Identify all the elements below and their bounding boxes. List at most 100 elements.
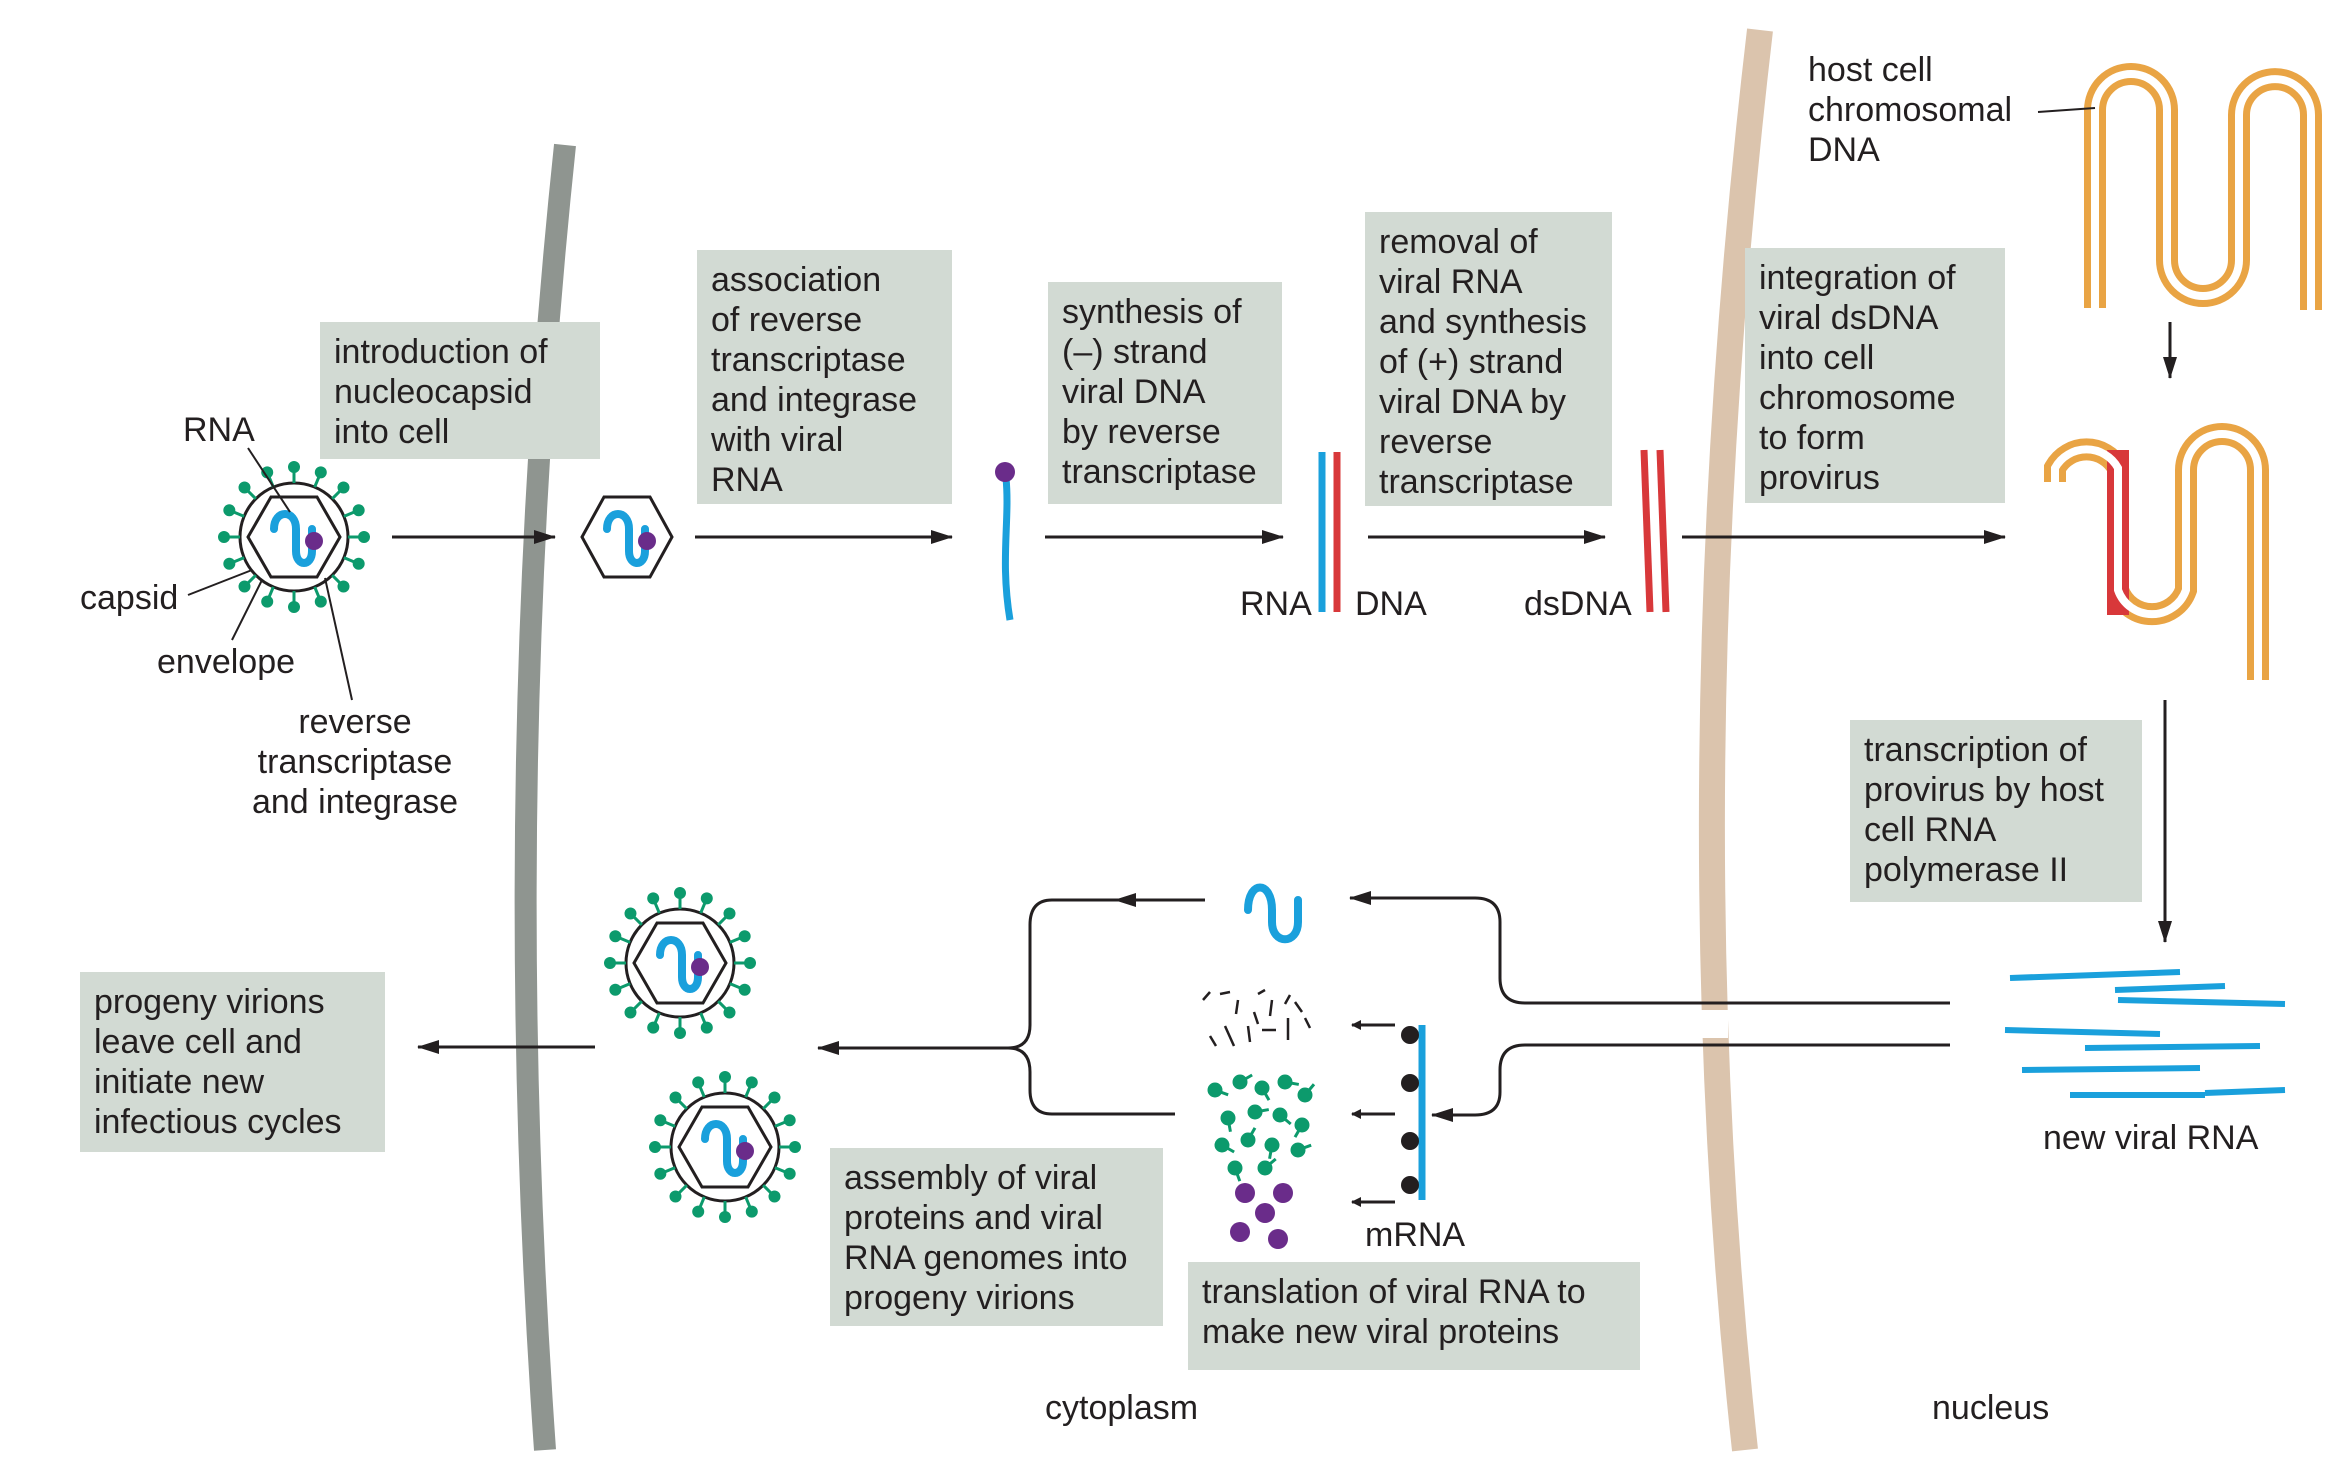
spike-head: [288, 461, 300, 473]
spike-head: [314, 466, 327, 479]
env-protein-head: [1240, 1132, 1256, 1148]
env-protein-head: [1294, 1117, 1310, 1133]
step-transcription: transcription of provirus by host cell R…: [1850, 720, 2142, 902]
step-removal-text: removal of viral RNA and synthesis of (+…: [1379, 223, 1587, 501]
spike-head: [700, 892, 713, 905]
spike-head: [738, 930, 751, 943]
spike-head: [783, 1167, 796, 1180]
nucleocapsid: [580, 495, 674, 579]
spike-head: [624, 1006, 637, 1019]
spike-head: [789, 1141, 801, 1153]
step-translation: translation of viral RNA to make new vir…: [1188, 1262, 1640, 1370]
spike-head: [783, 1114, 796, 1127]
arrow-rna-to-mrna: [1431, 1043, 1950, 1122]
spike-stalk: [232, 510, 245, 518]
spike-head: [261, 595, 274, 608]
assembly-arrows: [817, 893, 1205, 1116]
spike-stalk: [343, 556, 356, 564]
enzyme-proteins: [1230, 1183, 1293, 1249]
env-protein-head: [1214, 1137, 1230, 1153]
spike-stalk: [618, 936, 631, 944]
spike-head: [337, 580, 350, 593]
label-rna: RNA: [183, 411, 255, 449]
step-introduction: introduction of nucleocapsid into cell: [320, 322, 600, 459]
spike-stalk: [729, 982, 742, 990]
host-chromosomal-dna: [2084, 63, 2322, 310]
spike-head: [314, 595, 327, 608]
spike-head: [352, 504, 365, 517]
env-protein-head: [1290, 1142, 1306, 1158]
step-assembly: assembly of viral proteins and viral RNA…: [830, 1148, 1163, 1326]
spike-head: [768, 1190, 781, 1203]
spike-head: [223, 504, 236, 517]
spike-head: [700, 1021, 713, 1034]
step-synthesis-minus-text: synthesis of (–) strand viral DNA by rev…: [1062, 293, 1257, 491]
virion-outside: [240, 483, 348, 591]
label-dsdna: dsDNA: [1524, 585, 1632, 623]
spike-stalk: [331, 489, 342, 500]
spike-stalk: [232, 556, 245, 564]
step-assembly-text: assembly of viral proteins and viral RNA…: [844, 1159, 1128, 1317]
step-introduction-text: introduction of nucleocapsid into cell: [334, 333, 548, 451]
label-envelope: envelope: [157, 643, 296, 681]
spike-stalk: [663, 1120, 676, 1128]
progeny-virion-2: [671, 1093, 779, 1201]
provirus-chromosome: [2044, 423, 2269, 680]
progeny-spikes: [604, 887, 801, 1223]
spike-stalk: [618, 982, 631, 990]
spike-head: [669, 1091, 682, 1104]
spike-head: [745, 1076, 758, 1089]
arrow-rna-to-genome: [1349, 891, 1950, 1005]
env-protein-head: [1272, 1107, 1288, 1123]
spike-head: [768, 1091, 781, 1104]
spike-head: [654, 1167, 667, 1180]
step-integration: integration of viral dsDNA into cell chr…: [1745, 248, 2005, 503]
spike-head: [745, 1205, 758, 1218]
spike-head: [692, 1076, 705, 1089]
env-protein-head: [1207, 1082, 1223, 1098]
rna-dna-hybrid: [1318, 452, 1341, 612]
spike-stalk: [774, 1120, 787, 1128]
spike-stalk: [663, 1166, 676, 1174]
new-viral-rna-fragments: [2004, 969, 2286, 1098]
nuclear-membrane: [1698, 28, 1773, 1452]
spike-stalk: [774, 1166, 787, 1174]
spike-head: [218, 531, 230, 543]
dsdna-strands: [1640, 449, 1670, 613]
spike-head: [744, 957, 756, 969]
spike-head: [238, 481, 251, 494]
env-protein-head: [1227, 1160, 1243, 1176]
step-progeny: progeny virions leave cell and initiate …: [80, 972, 385, 1152]
spike-head: [288, 601, 300, 613]
label-hybrid-dna: DNA: [1355, 585, 1427, 623]
env-protein-head: [1277, 1074, 1293, 1090]
env-protein-head: [1220, 1110, 1236, 1126]
spike-head: [669, 1190, 682, 1203]
spike-stalk: [699, 901, 707, 914]
spike-head: [223, 557, 236, 570]
step-integration-text: integration of viral dsDNA into cell chr…: [1759, 259, 1956, 497]
step-association: association of reverse transcriptase and…: [697, 250, 952, 504]
label-hybrid-rna: RNA: [1240, 585, 1312, 623]
spike-head: [654, 1114, 667, 1127]
spike-head: [609, 983, 622, 996]
env-protein-head: [1257, 1160, 1273, 1176]
step-synthesis-minus: synthesis of (–) strand viral DNA by rev…: [1048, 282, 1282, 504]
env-protein-head: [1254, 1080, 1270, 1096]
env-protein-head: [1232, 1074, 1248, 1090]
env-protein-head: [1297, 1087, 1313, 1103]
progeny-virion-1: [626, 909, 734, 1017]
step-association-text: association of reverse transcriptase and…: [711, 261, 918, 499]
spike-stalk: [653, 901, 661, 914]
spike-head: [649, 1141, 661, 1153]
label-nucleus: nucleus: [1932, 1389, 2050, 1427]
label-new-viral-rna: new viral RNA: [2043, 1119, 2259, 1157]
spike-head: [261, 466, 274, 479]
label-host-dna: host cell chromosomal DNA: [1808, 51, 2013, 169]
spike-stalk: [729, 936, 742, 944]
envelope-proteins: [1207, 1073, 1316, 1182]
spike-head: [337, 481, 350, 494]
step-removal: removal of viral RNA and synthesis of (+…: [1365, 212, 1612, 506]
spike-head: [723, 1006, 736, 1019]
spike-head: [609, 930, 622, 943]
